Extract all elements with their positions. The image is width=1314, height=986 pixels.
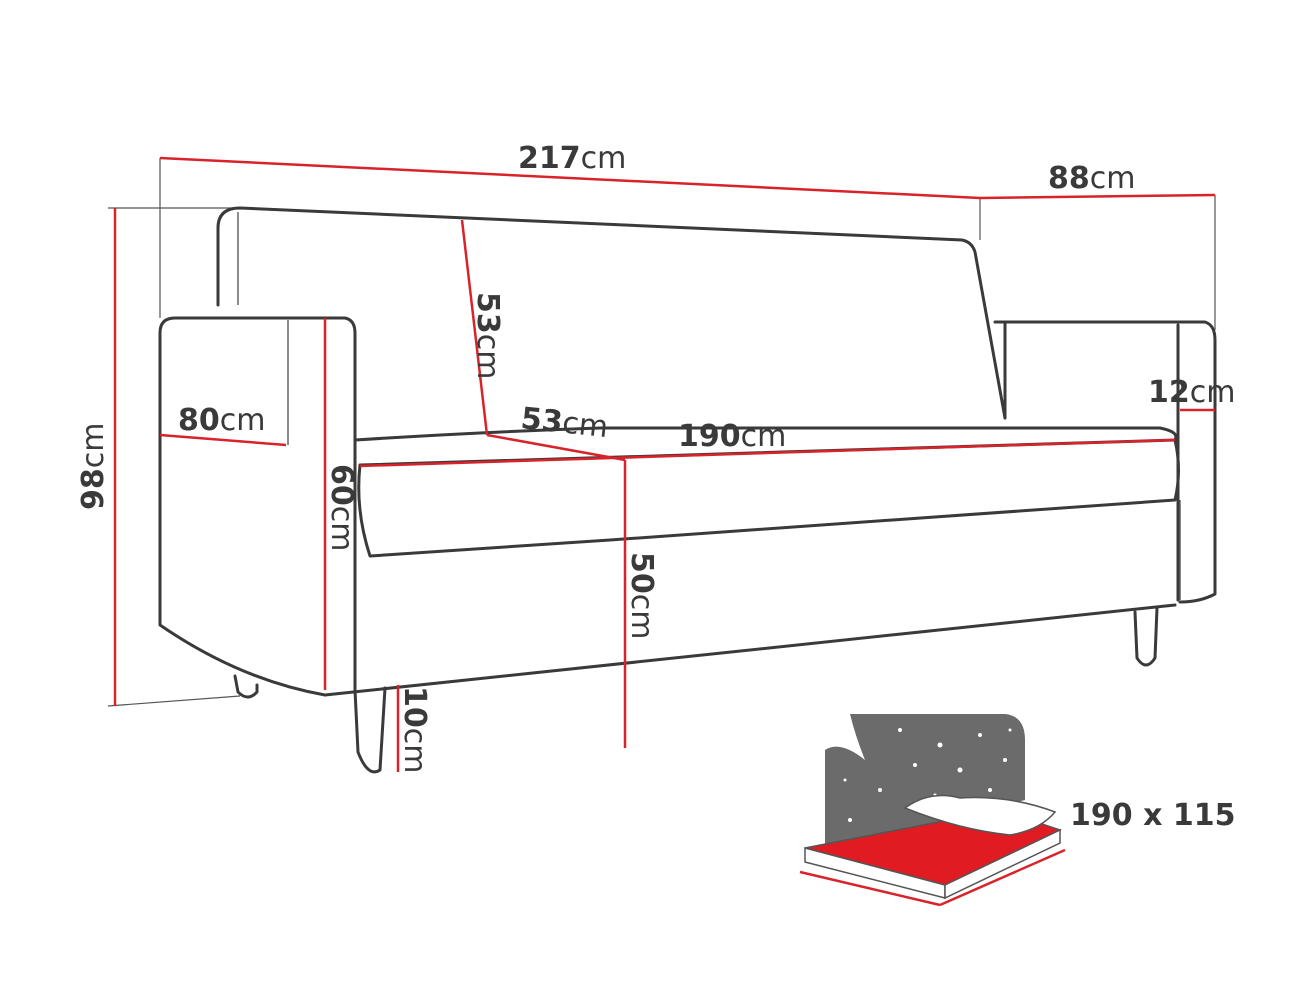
label-seat-depth: 53cm <box>519 401 610 445</box>
bed-icon <box>799 714 1066 907</box>
sofa-outline <box>158 206 1217 774</box>
label-seat-width: 190cm <box>678 419 786 454</box>
label-arm-height: 60cm <box>324 464 359 551</box>
label-seat-height: 50cm <box>624 552 659 639</box>
label-depth: 88cm <box>1048 161 1135 196</box>
extension-lines <box>107 158 1216 707</box>
label-arm-width: 12cm <box>1148 375 1235 410</box>
label-height: 98cm <box>76 423 111 510</box>
label-arm-depth: 80cm <box>178 403 265 438</box>
label-backrest-height: 53cm <box>470 292 505 379</box>
dimension-lines <box>113 156 1216 772</box>
label-total-width: 217cm <box>518 141 626 176</box>
stars-icon <box>843 728 1012 822</box>
sleeping-area-size: 190 x 115 <box>1070 798 1235 833</box>
label-leg-height: 10cm <box>397 686 432 773</box>
